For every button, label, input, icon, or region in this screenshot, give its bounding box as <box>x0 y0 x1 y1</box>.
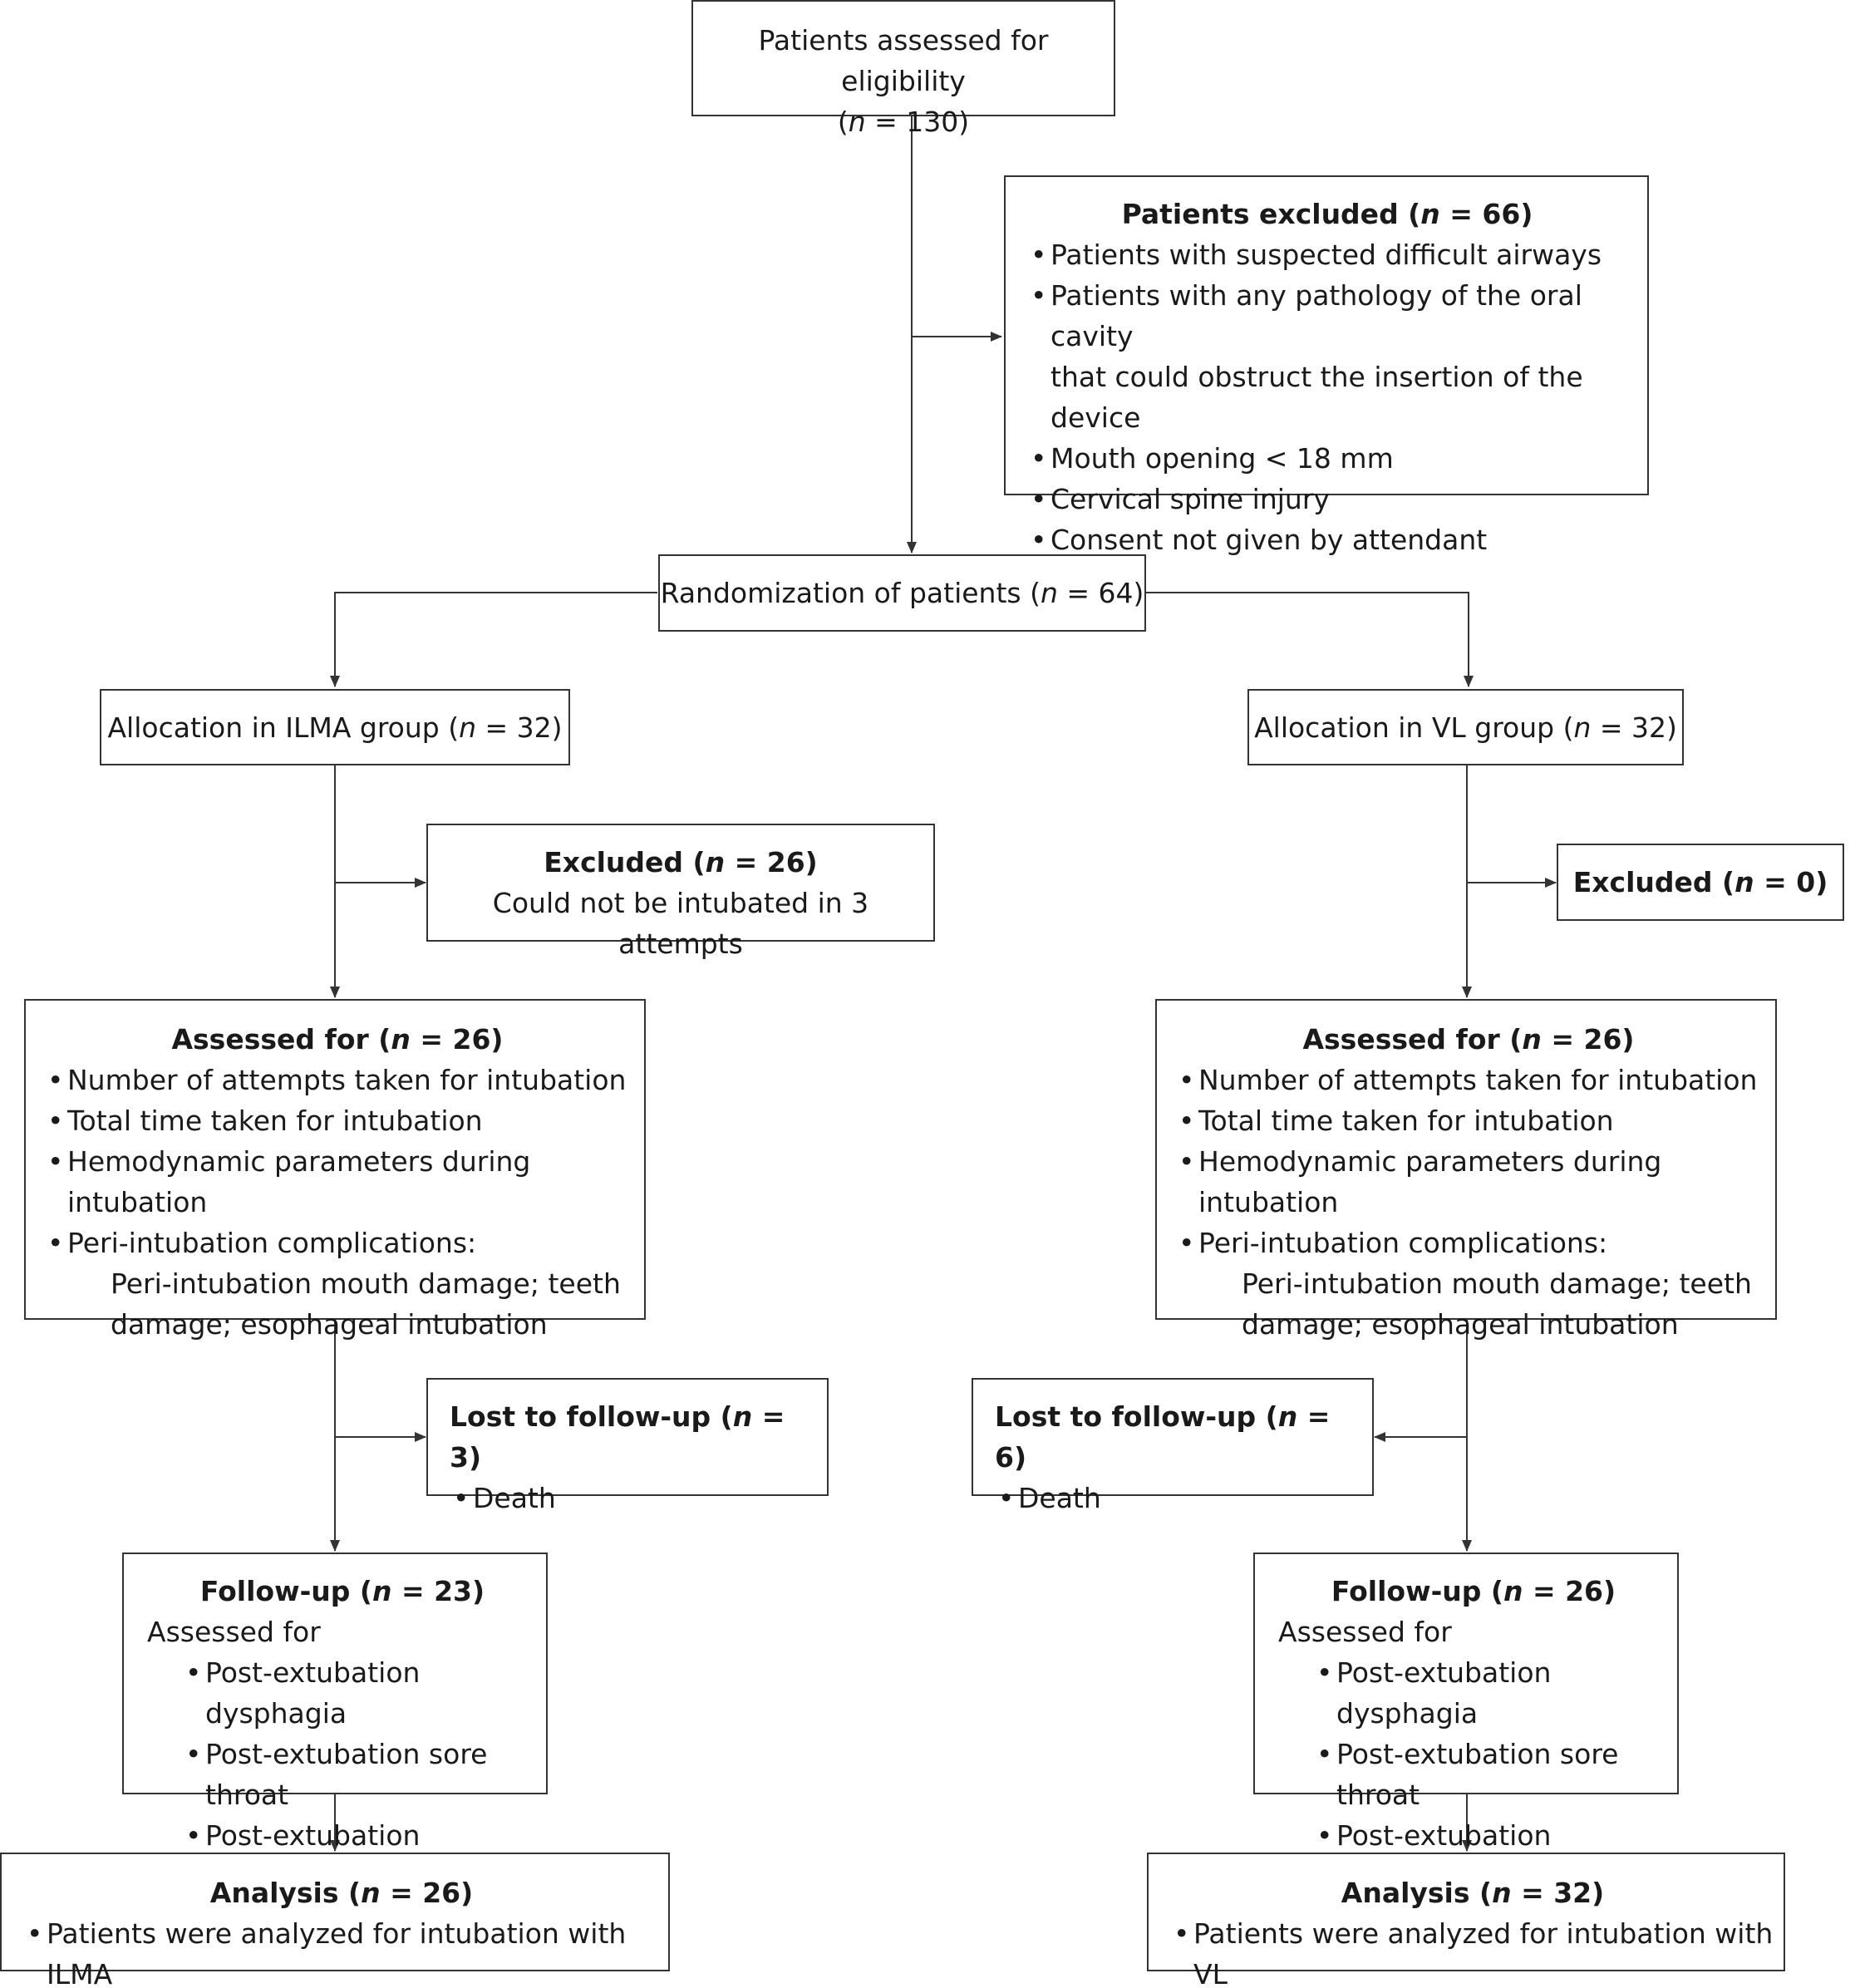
excluded-main-item: Cervical spine injury <box>1027 479 1627 519</box>
analysis-vl-title: Analysis (n = 32) <box>1341 1877 1605 1909</box>
lost-followup-vl-box: Lost to follow-up (n = 6) Death <box>972 1378 1374 1518</box>
randomization-box: Randomization of patients (n = 64) <box>658 554 1146 632</box>
followup-vl-item: Post-extubation sore throat <box>1313 1734 1669 1815</box>
randomization-label: Randomization of patients (n = 64) <box>660 577 1144 609</box>
analysis-ilma-item: Patients were analyzed for intubation wi… <box>23 1913 660 1988</box>
followup-vl-subtitle: Assessed for <box>1278 1616 1452 1648</box>
lost-followup-vl-title: Lost to follow-up (n = 6) <box>995 1400 1331 1474</box>
followup-ilma-box: Follow-up (n = 23) Assessed for Post-ext… <box>122 1553 548 1892</box>
assessed-ilma-item: Hemodynamic parameters during intubation <box>44 1141 631 1223</box>
followup-ilma-item: Post-extubation sore throat <box>182 1734 538 1815</box>
lost-followup-ilma-title: Lost to follow-up (n = 3) <box>450 1400 785 1474</box>
assessed-ilma-item: Total time taken for intubation <box>44 1100 631 1141</box>
excluded-main-item: Patients with any pathology of the oral … <box>1027 275 1627 357</box>
followup-ilma-subtitle: Assessed for <box>147 1616 321 1648</box>
followup-vl-item: Post-extubation dysphagia <box>1313 1652 1669 1734</box>
assessed-vl-item: Total time taken for intubation <box>1175 1100 1762 1141</box>
excluded-main-item: Patients with suspected difficult airway… <box>1027 234 1627 275</box>
excluded-ilma-reason: Could not be intubated in 3 attempts <box>492 887 869 960</box>
analysis-ilma-title: Analysis (n = 26) <box>209 1877 474 1909</box>
assessed-ilma-title: Assessed for (n = 26) <box>171 1023 504 1056</box>
arrow-randomization-to-ilma <box>330 592 657 687</box>
assessed-vl-item: Peri-intubation complications: <box>1175 1223 1762 1263</box>
assessed-vl-title: Assessed for (n = 26) <box>1302 1023 1635 1056</box>
assessed-vl-subitem: Peri-intubation mouth damage; teeth <box>1242 1267 1752 1300</box>
lost-followup-vl-item: Death <box>995 1478 1362 1518</box>
assessed-vl-subitem: damage; esophageal intubation <box>1242 1308 1679 1341</box>
assessed-vl-item: Hemodynamic parameters during intubation <box>1175 1141 1762 1223</box>
lost-followup-ilma-item: Death <box>450 1478 817 1518</box>
assessed-ilma-box: Assessed for (n = 26) Number of attempts… <box>24 999 646 1341</box>
arrow-randomization-to-vl <box>1146 592 1474 687</box>
assessed-vl-box: Assessed for (n = 26) Number of attempts… <box>1155 999 1777 1341</box>
followup-vl-box: Follow-up (n = 26) Assessed for Post-ext… <box>1253 1553 1679 1892</box>
analysis-vl-item: Patients were analyzed for intubation wi… <box>1170 1913 1775 1988</box>
excluded-vl-box: Excluded (n = 0) <box>1557 844 1844 921</box>
allocation-ilma-box: Allocation in ILMA group (n = 32) <box>100 689 570 765</box>
assessed-ilma-subitem: Peri-intubation mouth damage; teeth <box>111 1267 621 1300</box>
followup-ilma-item: Post-extubation dysphagia <box>182 1652 538 1734</box>
excluded-main-item: Consent not given by attendant <box>1027 519 1627 560</box>
allocation-vl-label: Allocation in VL group (n = 32) <box>1254 711 1677 744</box>
allocation-ilma-label: Allocation in ILMA group (n = 32) <box>107 711 563 744</box>
followup-vl-title: Follow-up (n = 26) <box>1331 1575 1616 1607</box>
followup-ilma-title: Follow-up (n = 23) <box>199 1575 485 1607</box>
excluded-ilma-box: Excluded (n = 26) Could not be intubated… <box>426 824 935 960</box>
excluded-main-item-continued: that could obstruct the insertion of the… <box>1051 361 1583 434</box>
excluded-main-box: Patients excluded (n = 66) Patients with… <box>1004 175 1649 560</box>
eligibility-count: (n = 130) <box>837 106 970 138</box>
eligibility-title: Patients assessed for eligibility <box>758 24 1049 97</box>
assessed-ilma-item: Number of attempts taken for intubation <box>44 1060 631 1100</box>
analysis-ilma-box: Analysis (n = 26) Patients were analyzed… <box>0 1853 670 1988</box>
analysis-vl-box: Analysis (n = 32) Patients were analyzed… <box>1147 1853 1785 1988</box>
excluded-ilma-title: Excluded (n = 26) <box>544 846 818 878</box>
excluded-main-item: Mouth opening < 18 mm <box>1027 438 1627 479</box>
assessed-ilma-item: Peri-intubation complications: <box>44 1223 631 1263</box>
lost-followup-ilma-box: Lost to follow-up (n = 3) Death <box>426 1378 829 1518</box>
assessed-vl-item: Number of attempts taken for intubation <box>1175 1060 1762 1100</box>
eligibility-box: Patients assessed for eligibility (n = 1… <box>691 0 1115 138</box>
assessed-ilma-subitem: damage; esophageal intubation <box>111 1308 548 1341</box>
excluded-main-title: Patients excluded (n = 66) <box>1121 198 1533 230</box>
excluded-vl-title: Excluded (n = 0) <box>1572 866 1828 898</box>
allocation-vl-box: Allocation in VL group (n = 32) <box>1247 689 1684 765</box>
